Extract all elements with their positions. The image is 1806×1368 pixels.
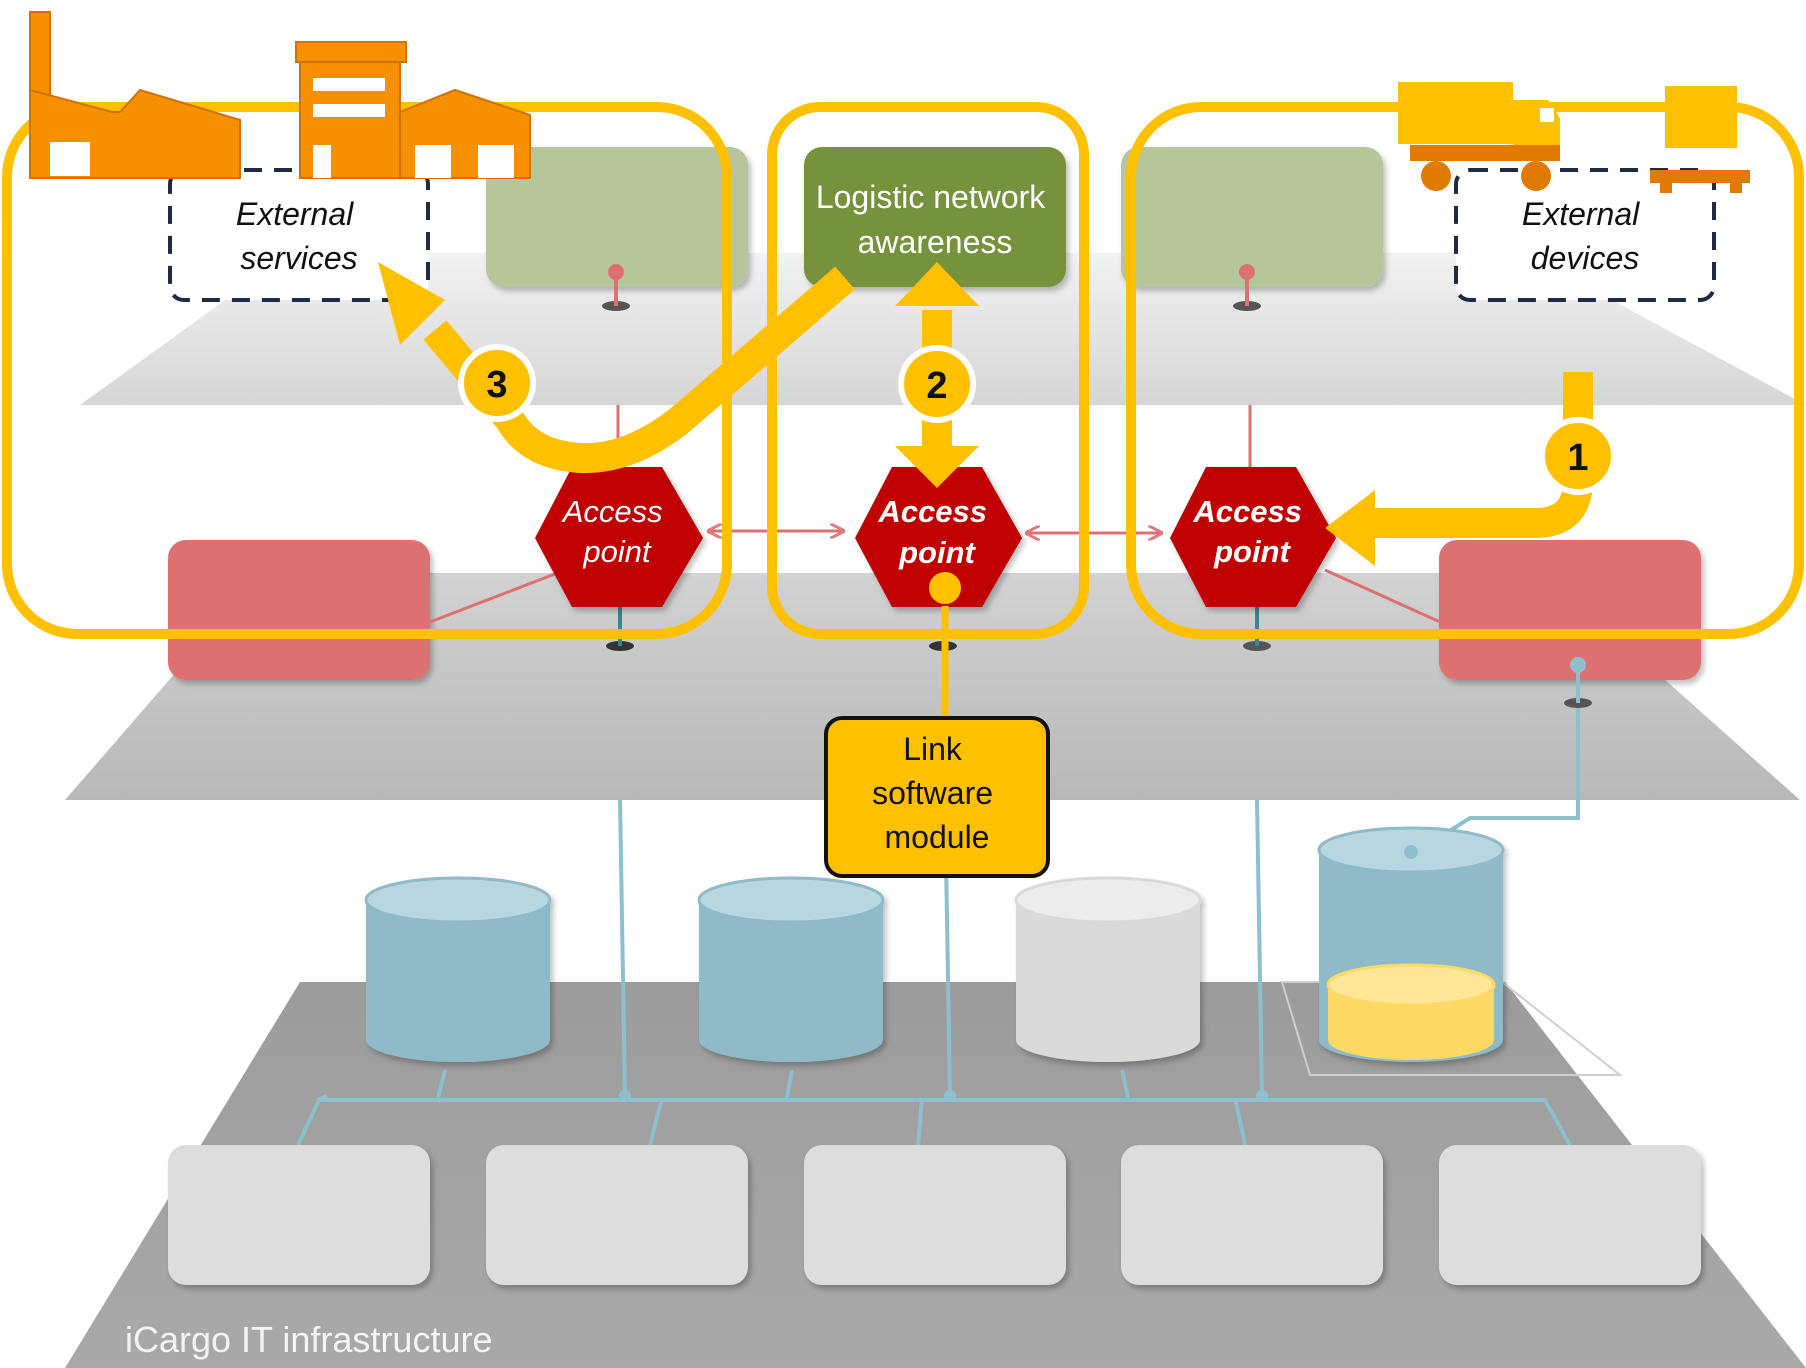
domain-outline-center <box>767 102 1089 639</box>
network-nodes <box>619 1090 1268 1102</box>
access-point-center-label: Access point <box>877 494 995 570</box>
step-badge-3: 3 <box>458 344 536 422</box>
top-layer-pins <box>602 264 1261 311</box>
external-services-box <box>168 168 430 302</box>
database-blue-yellow <box>1317 826 1505 1062</box>
db-link-pin <box>1404 845 1418 859</box>
factory-buildings-icon <box>29 11 531 179</box>
red-module-left <box>168 540 430 680</box>
link-connector <box>927 570 963 720</box>
infrastructure-label: iCargo IT infrastructure <box>125 1319 492 1360</box>
access-point-right <box>1170 467 1336 607</box>
infrastructure-modules <box>168 1145 1701 1285</box>
svg-text:3: 3 <box>486 364 507 406</box>
database-grey <box>1014 876 1202 1062</box>
access-point-left <box>535 467 703 607</box>
database-blue-1 <box>364 876 552 1062</box>
access-point-right-label: Access point <box>1192 494 1310 569</box>
step-badge-2: 2 <box>898 345 976 423</box>
truck-and-trailer-icon <box>1398 82 1750 193</box>
pale-green-module-left <box>486 147 748 287</box>
database-blue-2 <box>697 876 885 1062</box>
logistic-network-label: Logistic network awareness <box>816 179 1054 260</box>
svg-text:2: 2 <box>926 365 947 407</box>
link-software-module-box <box>824 716 1050 878</box>
access-point-center <box>855 467 1022 607</box>
external-services-label: External services <box>236 196 362 276</box>
pale-green-module-right <box>1121 147 1383 287</box>
red-module-right <box>1439 540 1701 680</box>
external-devices-label: External devices <box>1522 196 1648 276</box>
access-point-left-label: Access point <box>561 494 672 569</box>
step-badge-1: 1 <box>1539 417 1617 495</box>
svg-text:1: 1 <box>1567 437 1588 479</box>
flow-arrow-3 <box>378 262 855 474</box>
logistic-network-block <box>804 147 1066 287</box>
external-devices-box <box>1454 168 1716 302</box>
link-software-module-label: Link software module <box>872 731 1002 855</box>
